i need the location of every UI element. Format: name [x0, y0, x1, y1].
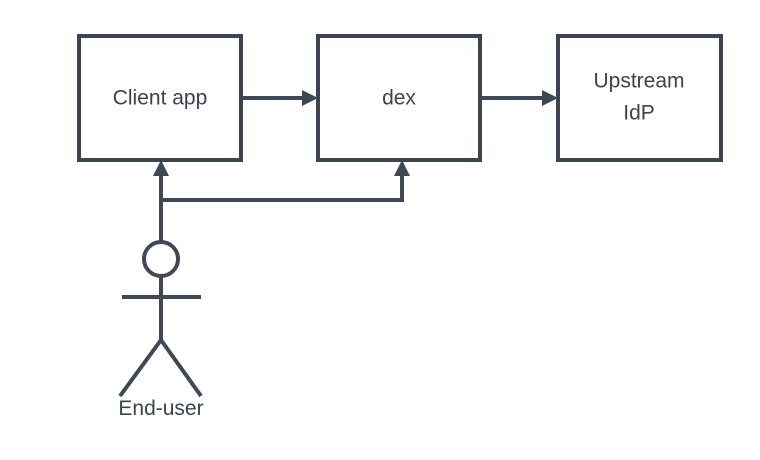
edge-client-app-to-dex — [241, 90, 318, 106]
edge-dex-to-upstream-idp-arrowhead — [542, 90, 558, 106]
actor-end-user-right-leg-icon — [159, 338, 203, 398]
edge-end-user-to-dex-line — [161, 172, 404, 202]
node-upstream-idp-label-line1: Upstream — [593, 70, 684, 93]
node-upstream-idp[interactable]: Upstream IdP — [556, 34, 723, 162]
actor-end-user-label: End-user — [118, 397, 203, 420]
edge-end-user-to-client-app-arrowhead — [153, 160, 169, 176]
node-upstream-idp-rect[interactable] — [556, 34, 723, 162]
node-dex-rect[interactable] — [316, 34, 482, 162]
node-upstream-idp-label-line2: IdP — [623, 102, 655, 125]
node-dex[interactable]: dex — [316, 34, 482, 162]
node-client-app[interactable]: Client app — [77, 34, 243, 162]
node-dex-label: dex — [382, 87, 416, 110]
edge-end-user-to-client-app — [153, 160, 169, 242]
edge-client-app-to-dex-arrowhead — [302, 90, 318, 106]
actor-end-user-left-leg-icon — [118, 338, 163, 398]
node-client-app-label: Client app — [113, 87, 208, 110]
actor-end-user-head-icon — [142, 240, 180, 278]
edge-end-user-to-dex-arrowhead — [394, 160, 410, 176]
actor-end-user[interactable]: End-user — [118, 240, 204, 420]
node-client-app-rect[interactable] — [77, 34, 243, 162]
edge-end-user-to-dex — [161, 160, 410, 202]
edge-dex-to-upstream-idp — [480, 90, 558, 106]
